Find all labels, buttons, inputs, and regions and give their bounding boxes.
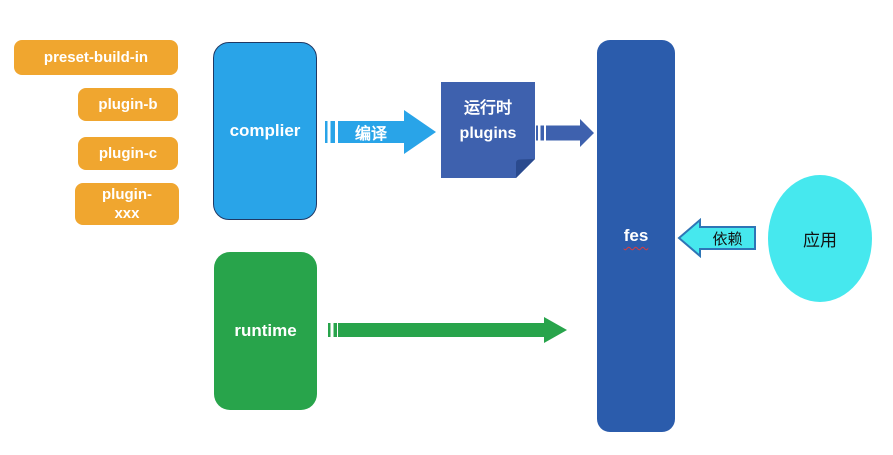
complier-label: complier [229, 121, 301, 140]
complier-node: complier [213, 42, 317, 220]
folded-corner-note-icon [441, 82, 535, 178]
runtime-plugins-label: 运行时 plugins [441, 96, 535, 146]
plugin-pill-plugin-b: plugin-b [78, 88, 178, 121]
plugin-pill-plugin-c: plugin-c [78, 137, 178, 170]
runtime-to-fes-arrow [328, 316, 568, 344]
striped-right-arrow-icon [536, 119, 594, 147]
runtime-plugins-label-line1: 运行时 [463, 100, 512, 117]
depend-arrow: 依赖 [677, 218, 757, 258]
app-label: 应用 [803, 231, 837, 250]
runtime-plugins-label-line2: plugins [459, 125, 517, 142]
left-arrow-icon [677, 218, 756, 258]
fes-node: fes [597, 40, 675, 432]
runtime-label: runtime [234, 321, 297, 340]
plugin-pill-plugin-xxx: plugin- xxx [75, 183, 179, 225]
plugin-pill-preset-build-in: preset-build-in [14, 40, 178, 75]
striped-right-arrow-icon [328, 317, 567, 343]
runtime-node: runtime [214, 252, 317, 410]
runtime-plugins-note: 运行时 plugins [441, 82, 535, 178]
compile-arrow: 编译 [325, 109, 437, 155]
app-node: 应用 [768, 175, 872, 302]
fes-label: fes [623, 226, 649, 245]
plugins-to-fes-arrow [536, 118, 595, 148]
striped-right-arrow-icon [325, 110, 436, 154]
